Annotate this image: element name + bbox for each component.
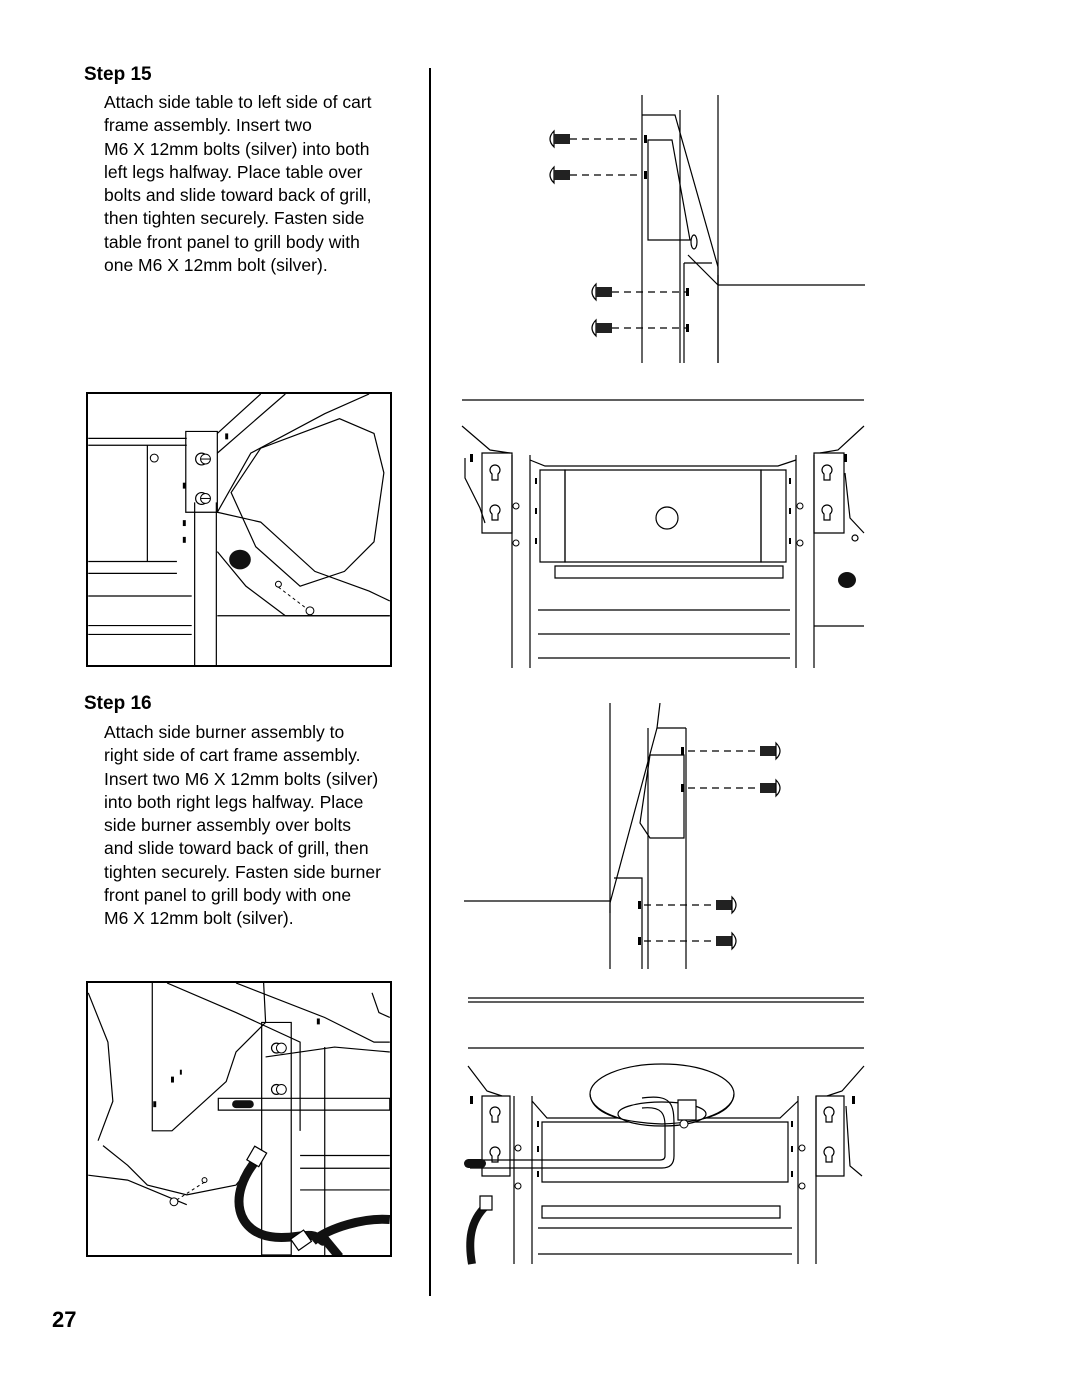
bolt-icon bbox=[550, 167, 570, 183]
bolt-icon bbox=[170, 1043, 286, 1206]
gas-hose-icon bbox=[464, 1097, 674, 1264]
step-16-cart-front-view-figure bbox=[464, 996, 866, 1266]
bolt-icon bbox=[515, 1120, 805, 1189]
instruction-line: tighten securely. Fasten side burner bbox=[104, 861, 381, 882]
instruction-line: M6 X 12mm bolts (silver) into both bbox=[104, 138, 370, 159]
step-16-instructions: Attach side burner assembly to right sid… bbox=[104, 721, 404, 931]
instruction-line: right side of cart frame assembly. bbox=[104, 745, 361, 766]
instruction-line: one M6 X 12mm bolt (silver). bbox=[104, 255, 328, 276]
instruction-line: M6 X 12mm bolt (silver). bbox=[104, 908, 294, 929]
instruction-line: frame assembly. Insert two bbox=[104, 115, 312, 136]
bolt-icon bbox=[550, 131, 570, 147]
side-burner-icon bbox=[590, 1064, 734, 1126]
step-15-side-table-closeup-figure bbox=[86, 392, 392, 667]
gas-hose-icon bbox=[239, 1146, 390, 1257]
bolt-icon bbox=[760, 780, 780, 796]
page-number: 27 bbox=[52, 1307, 77, 1332]
step-15-heading: Step 15 bbox=[84, 64, 152, 85]
bolt-icon bbox=[760, 743, 780, 759]
step-15-bolt-detail-figure bbox=[540, 95, 870, 365]
instruction-line: table front panel to grill body with bbox=[104, 231, 360, 252]
column-divider bbox=[429, 68, 431, 1296]
bolt-icon bbox=[716, 897, 736, 913]
instruction-line: Insert two M6 X 12mm bolts (silver) bbox=[104, 768, 379, 789]
bolt-icon bbox=[513, 503, 803, 546]
step-16-side-burner-closeup-figure bbox=[86, 981, 392, 1257]
instruction-line: left legs halfway. Place table over bbox=[104, 161, 363, 182]
instruction-line: Attach side table to left side of cart bbox=[104, 92, 372, 112]
instruction-line: Attach side burner assembly to bbox=[104, 722, 345, 742]
step-15-cart-front-view-figure bbox=[460, 398, 866, 670]
step-16-heading: Step 16 bbox=[84, 693, 152, 714]
instruction-line: then tighten securely. Fasten side bbox=[104, 208, 365, 229]
instruction-line: bolts and slide toward back of grill, bbox=[104, 185, 372, 206]
bolt-icon bbox=[201, 454, 211, 464]
instruction-line: and slide toward back of grill, then bbox=[104, 838, 369, 859]
instruction-line: side burner assembly over bolts bbox=[104, 815, 352, 836]
bolt-icon bbox=[306, 607, 314, 615]
step-16-bolt-detail-figure bbox=[462, 703, 792, 971]
bolt-icon bbox=[716, 933, 736, 949]
instruction-line: front panel to grill body with one bbox=[104, 885, 352, 906]
bolt-icon bbox=[592, 284, 612, 300]
bolt-icon bbox=[592, 320, 612, 336]
step-15-instructions: Attach side table to left side of cart f… bbox=[104, 91, 404, 277]
bolt-icon bbox=[201, 494, 211, 504]
instruction-line: into both right legs halfway. Place bbox=[104, 791, 364, 812]
